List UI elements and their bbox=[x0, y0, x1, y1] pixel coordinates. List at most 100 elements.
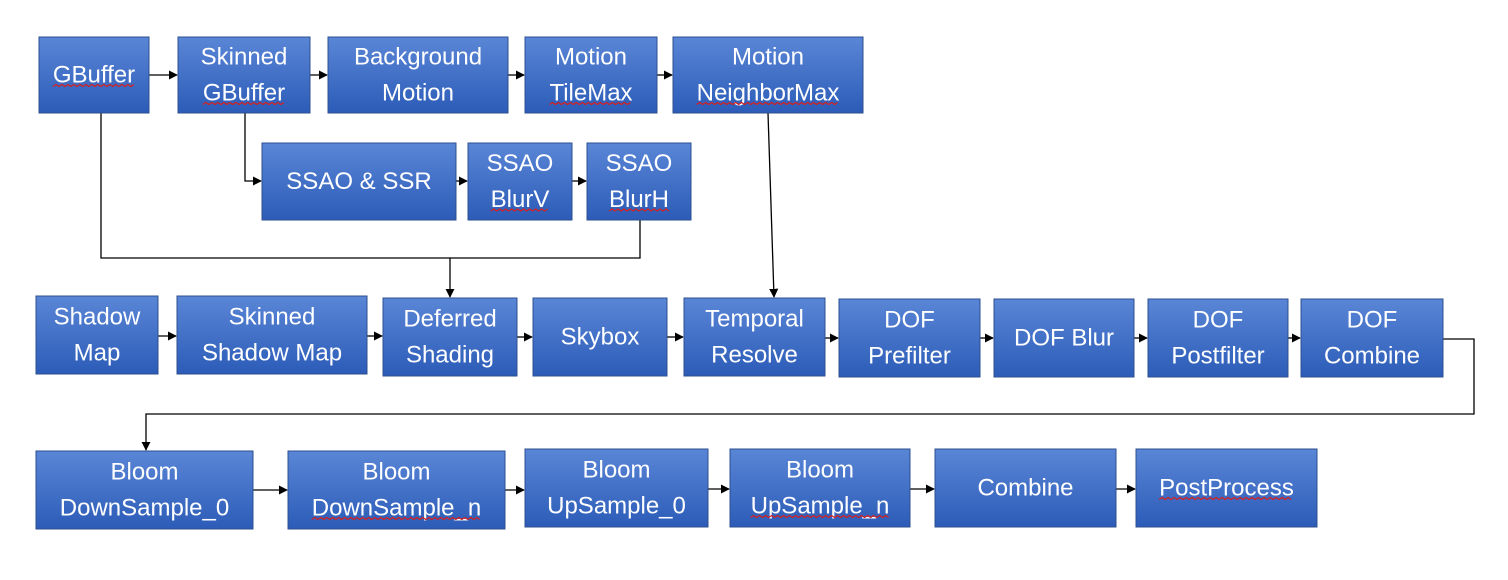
node-box bbox=[838, 298, 981, 378]
node-label-line: DOF bbox=[1347, 307, 1398, 334]
node-label-line: DOF bbox=[1193, 307, 1244, 334]
node-combine: Combine bbox=[934, 448, 1117, 528]
node-box bbox=[1147, 298, 1289, 378]
node-box bbox=[586, 142, 692, 221]
node-label-line: DOF bbox=[884, 307, 935, 334]
node-label-line: Map bbox=[74, 340, 121, 367]
node-label-line: Motion bbox=[555, 44, 627, 71]
node-box bbox=[177, 36, 311, 114]
node-label-line: SSAO & SSR bbox=[286, 168, 431, 195]
connectors bbox=[100, 70, 1475, 495]
node-label-line: UpSample_n bbox=[751, 493, 890, 520]
node-label-line: Skybox bbox=[561, 324, 640, 351]
arrow-skinned-gbuffer-to-ssao-ssr bbox=[244, 113, 262, 186]
arrow-ssao-blurh-to-deferred-shading bbox=[450, 220, 641, 259]
node-label-line: Temporal bbox=[705, 306, 804, 333]
spellcheck-underline bbox=[750, 514, 889, 519]
node-label-line: UpSample_0 bbox=[547, 493, 686, 520]
node-label-line: Shading bbox=[406, 342, 494, 369]
node-label-line: Bloom bbox=[582, 457, 650, 484]
node-label-line: Combine bbox=[977, 475, 1073, 502]
node-label-line: Bloom bbox=[786, 457, 854, 484]
node-label-line: Skinned bbox=[201, 44, 288, 71]
node-dof-postfilter: DOF Postfilter bbox=[1147, 298, 1289, 378]
node-label-line: Deferred bbox=[403, 306, 496, 333]
node-box bbox=[532, 297, 668, 377]
node-label-line: GBuffer bbox=[203, 80, 285, 107]
node-label-line: Background bbox=[354, 44, 482, 71]
spellcheck-underline bbox=[311, 516, 481, 521]
node-box bbox=[35, 450, 254, 530]
node-label-line: BlurH bbox=[609, 186, 669, 213]
arrow-motion-neighbormax-to-temporal-resolve bbox=[767, 112, 779, 298]
node-box bbox=[729, 448, 911, 528]
spellcheck-underline bbox=[490, 208, 548, 212]
node-box bbox=[38, 36, 150, 114]
node-label-line: DownSample_n bbox=[312, 495, 481, 522]
node-box bbox=[524, 36, 658, 114]
node-box bbox=[934, 448, 1117, 528]
node-gbuffer: GBuffer bbox=[38, 36, 150, 114]
node-box bbox=[1135, 448, 1318, 528]
node-label-line: Prefilter bbox=[868, 343, 951, 370]
spellcheck-underline bbox=[1158, 496, 1292, 501]
node-label-line: Motion bbox=[732, 44, 804, 71]
node-box bbox=[467, 142, 573, 221]
node-label-line: DOF Blur bbox=[1014, 325, 1114, 352]
node-postprocess: PostProcess bbox=[1135, 448, 1318, 528]
node-label-line: Shadow Map bbox=[202, 340, 342, 367]
pipeline-stages: GBufferSkinnedGBufferBackgroundMotionMot… bbox=[35, 36, 1444, 530]
node-label-line: GBuffer bbox=[53, 62, 135, 89]
node-box bbox=[683, 297, 826, 377]
node-label-line: Skinned bbox=[229, 304, 316, 331]
spellcheck-underline bbox=[608, 208, 670, 212]
node-box bbox=[176, 295, 368, 375]
node-label-line: BlurV bbox=[491, 186, 550, 213]
node-label-line: Motion bbox=[382, 80, 454, 107]
node-box bbox=[993, 298, 1135, 378]
arrow-dof-combine-to-bloom-downsample-0 bbox=[141, 338, 1475, 451]
node-dof-combine: DOF Combine bbox=[1300, 298, 1444, 378]
spellcheck-underline bbox=[52, 83, 135, 88]
node-box bbox=[524, 448, 709, 528]
node-box bbox=[1300, 298, 1444, 378]
node-label-line: Bloom bbox=[362, 459, 430, 486]
spellcheck-underline bbox=[202, 101, 285, 106]
node-ssao-ssr: SSAO & SSR bbox=[261, 142, 457, 221]
node-box bbox=[672, 36, 864, 114]
node-dof-blur: DOF Blur bbox=[993, 298, 1135, 378]
node-label-line: Bloom bbox=[110, 459, 178, 486]
node-label-line: Combine bbox=[1324, 343, 1420, 370]
node-box bbox=[382, 297, 518, 377]
node-box bbox=[287, 450, 506, 530]
spellcheck-underline bbox=[696, 101, 838, 106]
spellcheck-underline bbox=[549, 101, 631, 106]
node-box bbox=[35, 295, 159, 375]
node-label-line: Postfilter bbox=[1171, 343, 1264, 370]
node-box bbox=[261, 142, 457, 221]
node-label-line: DownSample_0 bbox=[60, 495, 229, 522]
node-label-line: PostProcess bbox=[1159, 475, 1294, 502]
node-label-line: Resolve bbox=[711, 342, 798, 369]
arrow-gbuffer-to-deferred-shading bbox=[100, 113, 455, 298]
node-skybox: Skybox bbox=[532, 297, 668, 377]
node-label-line: NeighborMax bbox=[697, 80, 840, 107]
node-label-line: TileMax bbox=[549, 80, 632, 107]
node-dof-prefilter: DOF Prefilter bbox=[838, 298, 981, 378]
node-label-line: Shadow bbox=[54, 304, 141, 331]
